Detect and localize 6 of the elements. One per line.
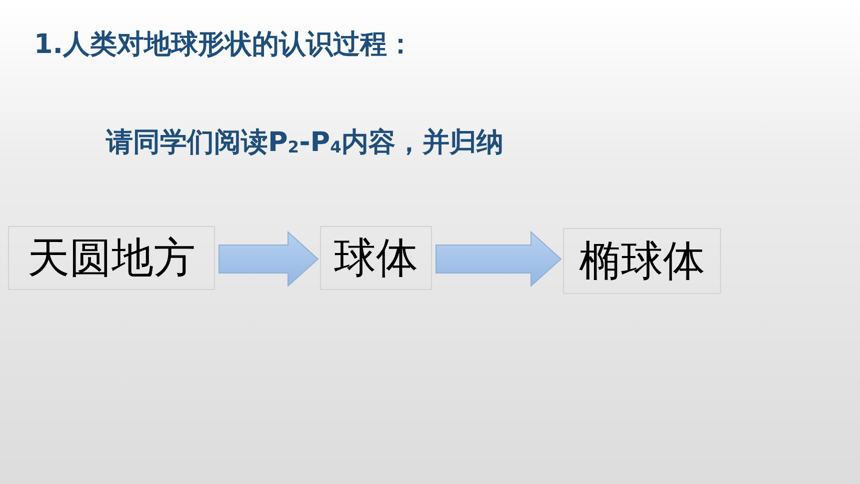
text-box: 椭球体 xyxy=(563,228,721,294)
slide-title: 1.人类对地球形状的认识过程： xyxy=(34,28,414,62)
text-box: 球体 xyxy=(320,226,432,290)
text-box: 天圆地方 xyxy=(8,226,215,290)
block-arrow xyxy=(436,230,562,288)
block-arrow xyxy=(218,230,319,288)
